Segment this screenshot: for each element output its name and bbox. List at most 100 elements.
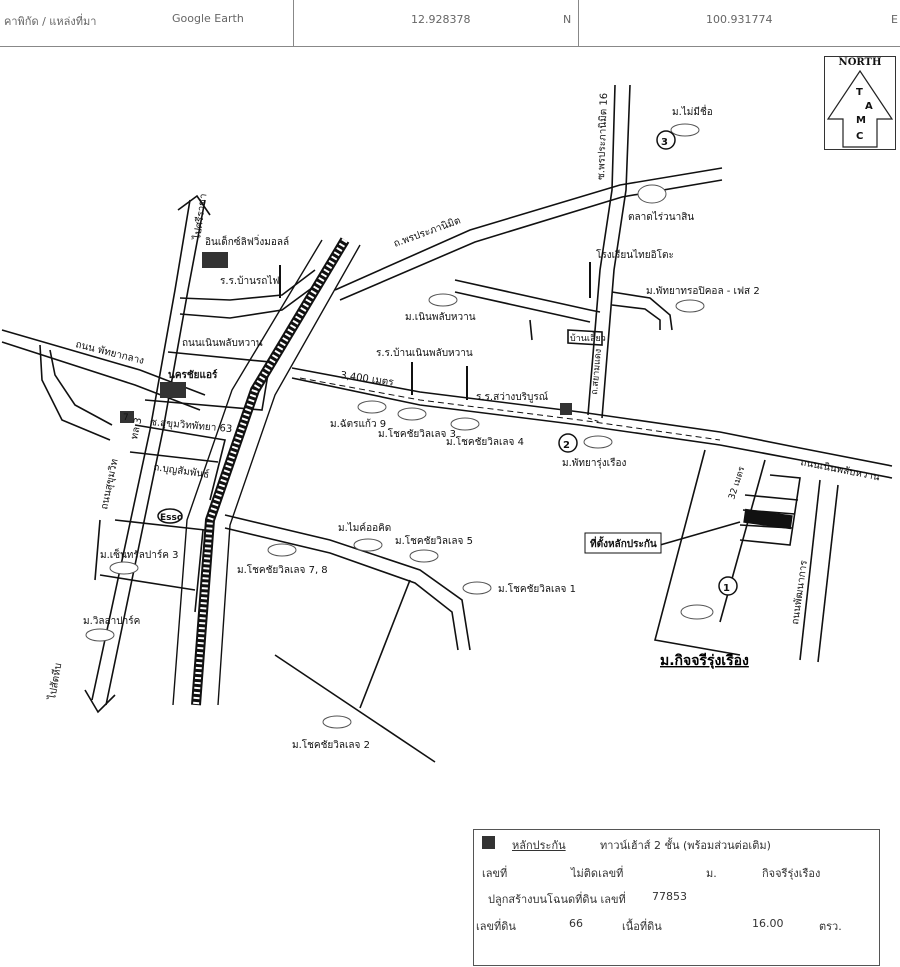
label-seven-eleven: 7 bbox=[123, 413, 129, 423]
nakorn-chai-building-icon bbox=[160, 382, 186, 398]
arrow-to-sattahip bbox=[84, 689, 116, 714]
road-ban-rot-fai bbox=[179, 269, 316, 301]
road-boonsamphan bbox=[129, 451, 219, 463]
north-compass: NORTH T A M C bbox=[824, 56, 896, 150]
label-chokchai4: ม.โชคชัยวิลเลจ 4 bbox=[446, 435, 524, 448]
label-mai-mi-chue: ม.ไม่มีชื่อ bbox=[672, 104, 713, 118]
collateral-building bbox=[743, 508, 793, 530]
compass-north-label: NORTH bbox=[838, 57, 882, 68]
village-icon-villa bbox=[85, 628, 115, 642]
road-sunshine-west bbox=[94, 519, 101, 581]
distance-label-32: 32 เมตร bbox=[727, 465, 747, 501]
road-phatthanakan bbox=[799, 479, 821, 661]
road-sukhumvit-edge bbox=[105, 199, 206, 706]
header-cell-source: คาพิกัด / แหล่งที่มา Google Earth bbox=[0, 0, 294, 46]
legend-title: หลักประกัน bbox=[512, 839, 566, 852]
road-nernplubwan-village-edge bbox=[454, 291, 591, 323]
legend-area-value: 16.00 bbox=[752, 917, 784, 930]
callout-line bbox=[659, 521, 741, 546]
route-dashed-2 bbox=[587, 417, 601, 423]
road-pattaya-klang-edge bbox=[1, 341, 201, 411]
road-label-siam-daeng: ถ.สยามแดง bbox=[590, 348, 604, 395]
village-icon-kitjaree bbox=[680, 604, 714, 620]
label-chokchai2: ม.โชคชัยวิลเลจ 2 bbox=[292, 738, 370, 751]
legend-area-label: เนื้อที่ดิน bbox=[622, 920, 662, 933]
road-chokchai-diag bbox=[359, 579, 411, 709]
ban-liew-box bbox=[567, 329, 603, 346]
legend-deed-value: 77853 bbox=[652, 890, 687, 903]
collateral-callout-box bbox=[584, 532, 662, 554]
road-phrapkkanimit16 bbox=[587, 84, 616, 416]
road-sunshine-south bbox=[99, 574, 196, 591]
road-phrapkkanimit-edge bbox=[339, 179, 723, 301]
village-icon-chokchai3 bbox=[397, 407, 427, 421]
road-label-to-sattahip: ไปสัตหีบ bbox=[46, 662, 64, 701]
village-icon-nernplubwan bbox=[428, 293, 458, 307]
label-villa-park: ม.วิลล่าปาร์ค bbox=[83, 615, 140, 627]
road-label-phrapkkanimit: ถ.พรประภานิมิต bbox=[392, 215, 462, 249]
road-label-sukhumvit: ถนนสุขุมวิท bbox=[99, 458, 120, 511]
road-chokchai2 bbox=[274, 654, 436, 763]
coord-label: คาพิกัด / แหล่งที่มา bbox=[4, 15, 97, 28]
compass-letter-t: T bbox=[856, 87, 863, 98]
longitude-value: 100.931774 bbox=[706, 13, 773, 26]
latitude-value: 12.928378 bbox=[411, 13, 471, 26]
compass-letter-a: A bbox=[865, 101, 873, 112]
legend-land-no-value: 66 bbox=[569, 917, 583, 930]
railway bbox=[172, 237, 361, 706]
road-label-nernplubwan-left: ถนนเนินพลับหวาน bbox=[182, 338, 263, 349]
label-pattaya-royal: ม.พัทยาทรอปิคอล - เฟส 2 bbox=[646, 286, 760, 297]
marker-1-circle bbox=[718, 576, 738, 596]
village-icon-chokchai78 bbox=[267, 543, 297, 557]
road-phrapkkanimit16-edge bbox=[601, 84, 631, 419]
road-ban-rot-fai-edge bbox=[179, 281, 321, 319]
market-icon bbox=[637, 184, 667, 204]
esso-icon bbox=[157, 508, 183, 524]
road-chokchai bbox=[224, 514, 471, 651]
road-side-left bbox=[39, 344, 111, 441]
compass-letter-c: C bbox=[856, 131, 864, 142]
coordinate-header: คาพิกัด / แหล่งที่มา Google Earth 12.928… bbox=[0, 0, 900, 47]
numbered-markers bbox=[558, 130, 738, 596]
collateral-legend: หลักประกัน ทาวน์เฮ้าส์ 2 ชั้น (พร้อมส่วน… bbox=[473, 829, 880, 966]
flag-icons bbox=[279, 262, 591, 400]
collateral-location-label: ที่ตั้งหลักประกัน bbox=[590, 536, 657, 550]
label-chokchai5: ม.โชคชัยวิลเลจ 5 bbox=[395, 534, 473, 547]
road-phatthanakan-edge bbox=[817, 484, 839, 663]
village-icon-chatkaew bbox=[357, 400, 387, 414]
village-icons bbox=[85, 123, 714, 729]
road-label-to-sriracha: ไปศรีราชา bbox=[191, 193, 209, 242]
road-label-ban-liew: บ้านเลี้ยว bbox=[570, 331, 606, 344]
road-label-phrapkkanimit16: ซ.พรประภานิมิต 16 bbox=[596, 93, 610, 180]
legend-type: ทาวน์เฮ้าส์ 2 ชั้น (พร้อมส่วนต่อเติม) bbox=[600, 839, 771, 852]
village-icon-mike-orchid bbox=[353, 538, 383, 552]
label-talad-rai-wanasin: ตลาดไร่วนาสิน bbox=[628, 211, 694, 223]
arrow-to-sriracha bbox=[177, 194, 211, 216]
road-label-boonsamphan: ถ.บุญสัมพันธ์ bbox=[153, 461, 210, 481]
compass-letter-m: M bbox=[856, 115, 866, 126]
seven-eleven-icon-2 bbox=[560, 403, 572, 415]
village-icon-chokchai4 bbox=[450, 417, 480, 431]
marker-2: 2 bbox=[563, 440, 570, 451]
road-phrapkkanimit bbox=[334, 167, 723, 291]
legend-village-value: กิจจรีรุ่งเรือง bbox=[762, 867, 821, 880]
village-icon-chokchai1 bbox=[462, 581, 492, 595]
estate-block bbox=[739, 474, 801, 546]
lat-hemisphere: N bbox=[563, 13, 572, 26]
label-school-ban-rot-fai: ร.ร.บ้านรถไฟ bbox=[220, 275, 279, 287]
legend-village-label: ม. bbox=[706, 867, 717, 880]
village-icon-chokchai2 bbox=[322, 715, 352, 729]
label-nakorn-chai-air: นครชัยแอร์ bbox=[168, 369, 218, 381]
road-nernplubwan bbox=[291, 377, 893, 479]
road-stub bbox=[529, 319, 533, 341]
railway-ties bbox=[193, 238, 348, 706]
marker-2-circle bbox=[558, 433, 578, 453]
marker-1: 1 bbox=[723, 583, 730, 594]
label-school-sawang: ร.ร.สว่างบริบูรณ์ bbox=[476, 391, 548, 403]
label-chokchai3: ม.โชคชัยวิลเลจ 3 bbox=[378, 427, 456, 440]
label-kitjaree: ม.กิจจรีรุ่งเรือง bbox=[660, 653, 749, 669]
mall-building-icon bbox=[202, 252, 228, 268]
lon-hemisphere: E bbox=[891, 13, 898, 26]
road-pattaya-royal-edge bbox=[611, 304, 661, 330]
